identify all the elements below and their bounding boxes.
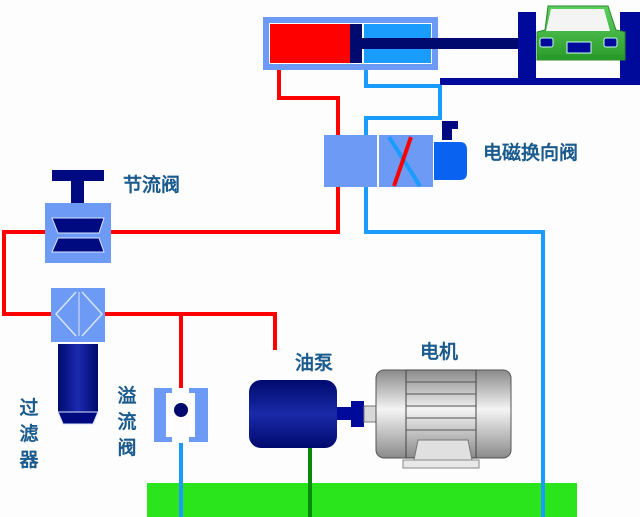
- label-relief-valve: 溢流阀: [117, 385, 137, 459]
- label-oil-pump: 油泵: [295, 352, 334, 374]
- solenoid-coil-icon: [442, 121, 458, 140]
- hydraulic-cylinder: [263, 17, 520, 70]
- oil-tank: [147, 483, 577, 517]
- label-solenoid-valve: 电磁换向阀: [483, 142, 579, 164]
- solenoid-directional-valve: [324, 121, 467, 188]
- relief-valve: [154, 388, 208, 442]
- car-lift: [440, 5, 640, 85]
- label-motor: 电机: [420, 341, 459, 363]
- return-line: [179, 54, 545, 517]
- oil-pump: [249, 380, 377, 448]
- pressure-line: [2, 54, 340, 388]
- car-icon: [536, 5, 626, 61]
- label-throttle-valve: 节流阀: [123, 174, 181, 196]
- label-filter: 过滤器: [19, 397, 39, 471]
- throttle-valve: [45, 170, 111, 263]
- electric-motor: [375, 369, 512, 469]
- filter: [51, 288, 105, 425]
